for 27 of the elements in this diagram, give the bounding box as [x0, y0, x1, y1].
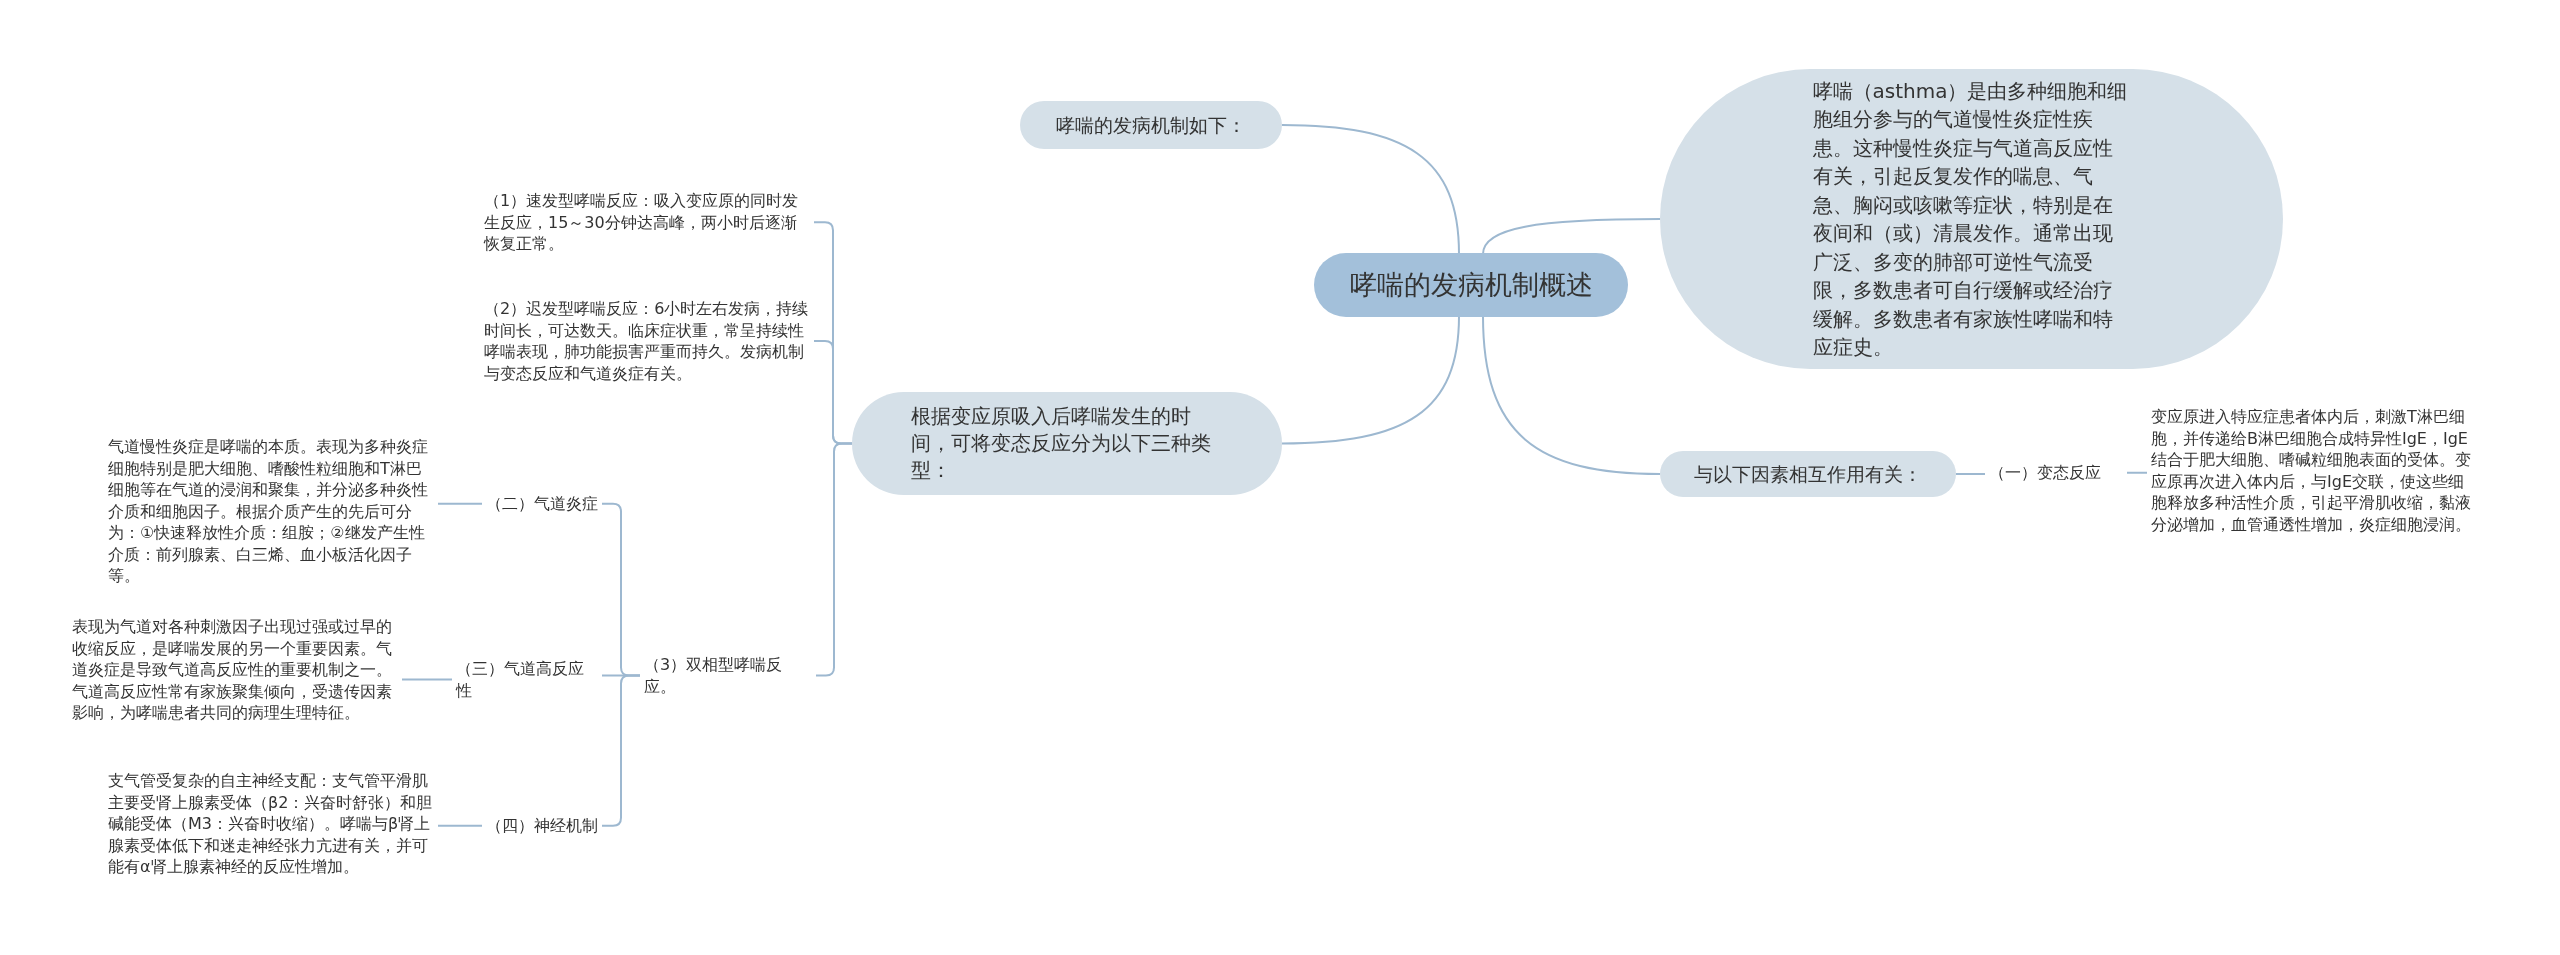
- branch-text: 气道慢性炎症是哮喘的本质。表现为多种炎症细胞特别是肥大细胞、嗜酸性粒细胞和T淋巴细胞等在气道的浸润和聚集，并分泌多种炎性介质和细胞因子。根据介质产生的先后可分为：①快速释放性介质：组胺；②继发产生性介质：前列腺素、白三烯、血小板活化因子等。: [104, 436, 438, 587]
- branch-text: （一）变态反应: [1985, 462, 2127, 484]
- connector-line: [1281, 124, 1460, 255]
- topic-pill: [1660, 451, 1956, 497]
- connector-line: [1281, 315, 1460, 445]
- central-topic-text: 哮喘的发病机制概述: [1349, 268, 1593, 303]
- branch-text: 变应原进入特应症患者体内后，刺激T淋巴细胞，并传递给B淋巴细胞合成特异性IgE，IgE结合于肥大细胞、嗜碱粒细胞表面的受体。变应原再次进入体内后，与IgE交联，使这些细胞释放多种活性介质，引起平滑肌收缩，黏液分泌增加，血管通透性增加，炎症细胞浸润。: [2147, 406, 2481, 535]
- connector-line: [437, 502, 483, 505]
- branch-text: （3）双相型哮喘反应。: [640, 654, 816, 697]
- branch-text: （四）神经机制: [482, 815, 602, 837]
- branch-text: （二）气道炎症: [482, 493, 602, 515]
- topic-text: 哮喘的发病机制如下：: [1056, 112, 1246, 138]
- branch-text: 表现为气道对各种刺激因子出现过强或过早的收缩反应，是哮喘发展的另一个重要因素。气道炎症是导致气道高反应性的重要机制之一。气道高反应性常有家族聚集倾向，受遗传因素影响，为哮喘患者共同的病理生理特征。: [68, 616, 402, 724]
- connector-line: [437, 824, 483, 827]
- topic-text: 哮喘（asthma）是由多种细胞和细胞组分参与的气道慢性炎症性疾患。这种慢性炎症与气道高反应性有关，引起反复发作的喘息、气急、胸闷或咳嗽等症状，特别是在夜间和（或）清晨发作。通常出现广泛、多变的肺部可逆性气流受限，多数患者可自行缓解或经治疗缓解。多数患者有家族性哮喘和特应症史。: [1812, 77, 2129, 361]
- connector-line: [2126, 471, 2148, 474]
- branch-text: （三）气道高反应性: [452, 658, 602, 701]
- topic-text: 与以下因素相互作用有关：: [1694, 461, 1922, 487]
- topic-pill: [1020, 101, 1282, 149]
- branch-text: 支气管受复杂的自主神经支配：支气管平滑肌主要受肾上腺素受体（β2：兴奋时舒张）和胆碱能受体（M3：兴奋时收缩）。哮喘与β肾上腺素受体低下和迷走神经张力亢进有关，并可能有α肾上腺素神经的反应性增加。: [104, 770, 438, 878]
- branch-text: （2）迟发型哮喘反应：6小时左右发病，持续时间长，可达数天。临床症状重，常呈持续性哮喘表现，肺功能损害严重而持久。发病机制与变态反应和气道炎症有关。: [480, 298, 814, 384]
- connector-line: [1482, 315, 1661, 475]
- connector-line: [1955, 473, 1986, 475]
- topic-text: 根据变应原吸入后哮喘发生的时间，可将变态反应分为以下三种类型：: [911, 403, 1212, 484]
- branch-text: （1）速发型哮喘反应：吸入变应原的同时发生反应，15～30分钟达高峰，两小时后逐渐恢复正常。: [480, 190, 814, 255]
- connector-line: [401, 678, 453, 681]
- connector-line: [1482, 218, 1661, 255]
